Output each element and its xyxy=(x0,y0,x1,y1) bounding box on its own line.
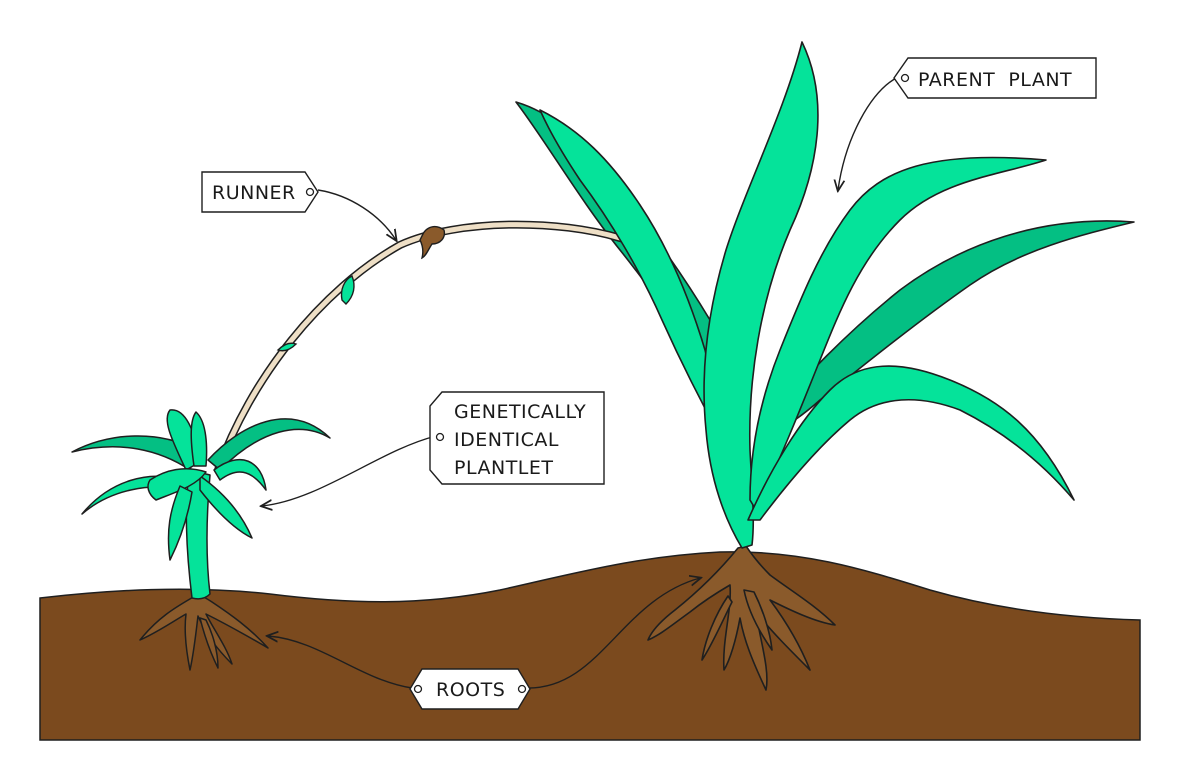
plantlet-leaf xyxy=(190,411,208,467)
parent-roots xyxy=(647,545,836,691)
runner-bud xyxy=(340,275,355,305)
plantlet-leaf xyxy=(199,475,253,539)
parent-leaf xyxy=(747,365,1075,521)
soil xyxy=(39,551,1141,741)
label-runner: RUNNER xyxy=(201,171,319,213)
label-plantlet: GENETICALLY IDENTICAL PLANTLET xyxy=(429,391,605,485)
arrow-parent-plant xyxy=(838,75,901,190)
plantlet-label-line-1: GENETICALLY xyxy=(454,401,586,423)
runner-label: RUNNER xyxy=(212,182,296,204)
parent-leaves-front xyxy=(539,41,1075,549)
runner-bud xyxy=(276,342,298,352)
arrow-roots-right xyxy=(525,578,700,689)
tag-hole xyxy=(435,432,445,442)
parent-leaf xyxy=(749,156,1047,511)
plantlet xyxy=(71,409,331,600)
label-parent-plant: PARENT PLANT xyxy=(893,57,1097,99)
tag-shape xyxy=(409,668,531,710)
arrow-runner xyxy=(317,189,396,240)
tag-hole xyxy=(305,187,315,197)
parent-leaf xyxy=(703,41,819,549)
plantlet-leaf xyxy=(167,485,193,561)
plantlet-roots xyxy=(139,593,269,671)
parent-leaf xyxy=(539,109,723,441)
tag-hole xyxy=(900,73,910,83)
tag-hole xyxy=(413,684,423,694)
label-roots: ROOTS xyxy=(409,668,531,710)
tag-shape xyxy=(893,57,1097,99)
roots-label: ROOTS xyxy=(436,679,505,701)
arrow-plantlet xyxy=(262,435,437,506)
arrows xyxy=(262,75,901,689)
runner-node xyxy=(419,225,446,260)
plantlet-label-line-2: IDENTICAL xyxy=(454,429,559,451)
plantlet-leaf xyxy=(71,435,197,471)
parent-plant-label: PARENT PLANT xyxy=(918,69,1072,91)
tag-shape xyxy=(429,391,605,485)
tag-shape xyxy=(201,171,319,213)
plantlet-label-line-3: PLANTLET xyxy=(454,457,554,479)
tag-hole xyxy=(517,684,527,694)
plantlet-leaf xyxy=(213,459,267,491)
arrow-roots-left xyxy=(268,636,413,689)
